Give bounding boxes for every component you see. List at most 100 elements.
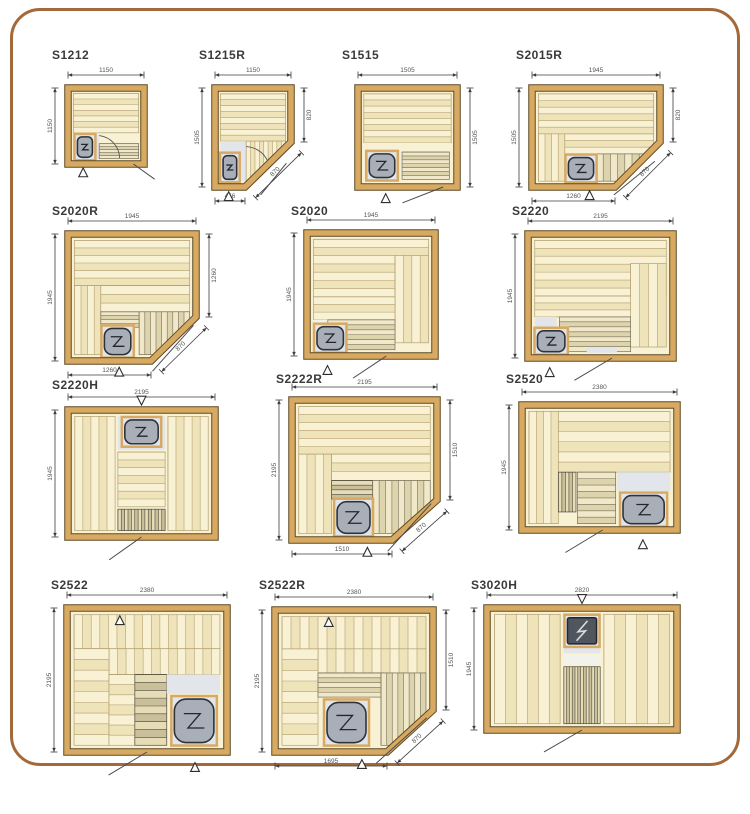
door-leaf-line [152, 325, 194, 372]
door-leaf-line [352, 355, 387, 379]
door-marker-triangle [584, 189, 595, 201]
door-swing-arc [99, 135, 121, 158]
door-leaf-line [402, 186, 444, 204]
floor-plan-drawing: 11501505820456870 [194, 67, 313, 205]
door-marker-triangle [223, 190, 234, 202]
dimension-label: 1260 [102, 367, 117, 374]
door-marker-triangle [362, 546, 373, 557]
dimension-label: 1945 [364, 212, 379, 219]
door-leaf-line [108, 536, 142, 561]
plan-title: S2220 [512, 204, 550, 218]
dimension-label: 2195 [254, 673, 261, 688]
door-marker-triangle [356, 758, 368, 769]
door-marker-triangle [544, 366, 556, 378]
plan-title: S2020R [52, 204, 99, 218]
door-leaf-line [260, 162, 287, 196]
dimension-label: 1150 [47, 119, 54, 133]
plan-title: S3020H [471, 578, 518, 592]
floor-plan-drawing: 1150 1150 [47, 67, 155, 180]
dimension-label: 2195 [593, 213, 608, 220]
dimension-label: 1505 [400, 67, 415, 74]
door-leaf-line [574, 357, 613, 381]
sauna-plan-S2020: S2020 1945 1945 [278, 202, 470, 390]
door-marker-triangle [637, 538, 649, 550]
dimension-label: 1505 [511, 130, 518, 145]
floor-plan-drawing: 1945 1505 820 1260 870 [511, 67, 682, 205]
plan-title: S1515 [342, 48, 380, 62]
dimension-label: 2380 [347, 589, 362, 596]
dimension-label: 1510 [335, 546, 350, 553]
door-leaf-line [375, 717, 428, 764]
dimension-label: 1945 [47, 466, 54, 481]
plan-title: S2020 [291, 204, 329, 218]
rounded-panel-border [10, 8, 740, 766]
dimension-label: 1150 [246, 67, 260, 74]
floor-plan-drawing: 2380 2195 1510 1695 870 [254, 589, 455, 770]
dimension-label: 2195 [357, 379, 372, 386]
dimension-label: 2195 [134, 389, 149, 396]
dimension-label: 1510 [452, 442, 459, 457]
door-leaf-line [565, 529, 603, 553]
dimension-label: 870 [269, 165, 282, 178]
plan-title: S2520 [506, 372, 544, 386]
sauna-plan-S1515: S1515 1505 1505 [340, 46, 500, 208]
dimension-label: 1505 [472, 130, 479, 145]
plan-title: S2222R [276, 372, 323, 386]
door-marker-triangle [380, 192, 392, 204]
door-marker-triangle [113, 366, 125, 377]
dimension-label: 1945 [47, 290, 54, 305]
door-leaf-line [133, 163, 155, 180]
dimension-label: 1260 [211, 268, 218, 283]
door-marker-triangle [322, 364, 333, 375]
dimension-label: 1945 [507, 288, 514, 303]
plan-title: S2220H [52, 378, 99, 392]
sauna-plan-S2015R: S2015R 1945 1505 820 1260 870 [500, 46, 712, 220]
dimension-label: 1260 [566, 193, 581, 200]
plan-title: S1215R [199, 48, 246, 62]
dimension-label: 820 [675, 109, 682, 120]
sauna-plan-S3020H: S3020H 2820 1945 [458, 576, 710, 768]
dimension-label: 1945 [501, 460, 508, 475]
plan-title: S2522R [259, 578, 306, 592]
sauna-plan-S2020R: S2020R 1945 1945 1260 1260 870 [38, 202, 250, 394]
dimension-label: 870 [175, 340, 188, 353]
door-marker-triangle [189, 761, 201, 773]
door-marker-triangle [77, 166, 89, 178]
floor-plan-drawing: 2195 1945 [507, 213, 677, 381]
dimension-label: 870 [415, 521, 428, 534]
dimension-label: 1695 [324, 758, 339, 765]
dimension-label: 1945 [125, 213, 140, 220]
sauna-plan-S2522R: S2522R 2380 2195 1510 1695 870 [246, 576, 478, 788]
dimension-label: 870 [411, 732, 424, 745]
door-leaf-line [613, 160, 656, 196]
plan-title: S2015R [516, 48, 563, 62]
dimension-label: 1150 [99, 67, 113, 74]
dimension-label: 870 [639, 165, 652, 178]
dimension-label: 1945 [466, 661, 473, 676]
dimension-label: 1945 [589, 67, 604, 74]
floor-plan-drawing: 1505 1505 [354, 67, 479, 204]
sauna-plan-S1212: S1212 1150 1150 [38, 46, 188, 204]
dimension-label: 1505 [194, 130, 201, 145]
door-leaf-line [387, 503, 432, 552]
door-marker-triangle [114, 614, 126, 626]
door-marker-triangle [576, 594, 588, 605]
door-leaf-line [108, 751, 148, 776]
dimension-label: 2820 [575, 587, 590, 594]
dimension-label: 1945 [286, 287, 293, 302]
sauna-plan-S2220H: S2220H 2195 1945 [38, 376, 252, 570]
door-marker-triangle [323, 616, 335, 627]
dimension-label: 1510 [448, 652, 455, 667]
dimension-label: 2195 [46, 672, 53, 687]
sauna-plan-S2220: S2220 2195 1945 [498, 202, 710, 390]
dimension-label: 820 [306, 109, 313, 120]
floor-plan-drawing: 2820 1945 [466, 587, 681, 753]
plan-title: S1212 [52, 48, 90, 62]
sauna-plan-S1215R: S1215R11501505820456870 [185, 46, 340, 218]
